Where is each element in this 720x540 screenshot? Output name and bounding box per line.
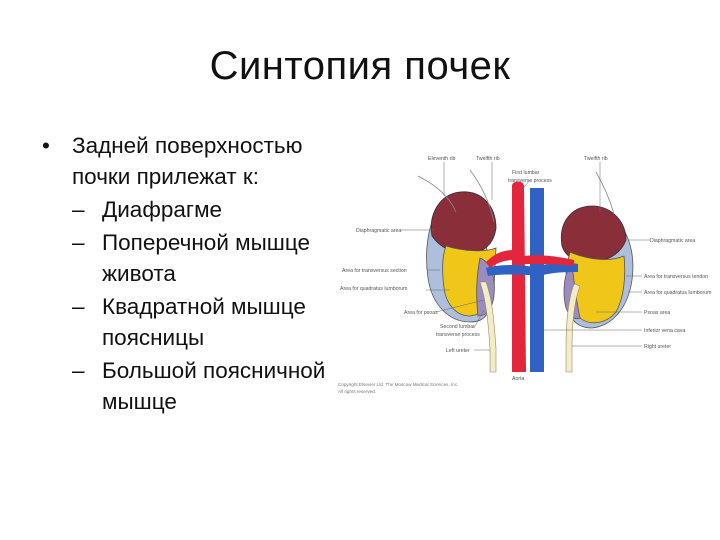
bullet-marker: • [42, 133, 50, 158]
kidney-syntopy-diagram: Eleventh rib Twelfth rib First lumbar tr… [338, 156, 711, 394]
label-second-lumbar: Second lumbar [440, 324, 475, 330]
sub-item-text: Диафрагме [102, 197, 223, 222]
sub-item-text: Большой поясничной мышце [102, 358, 326, 414]
left-renal-vein [486, 265, 540, 276]
right-ureter [565, 283, 581, 373]
dash-marker: – [72, 294, 85, 319]
sub-item-transversus: – Поперечной мышце живота [30, 227, 350, 289]
label-right-ureter: Right ureter [644, 344, 671, 350]
dash-marker: – [72, 197, 85, 222]
label-diaphragmatic-area-left: Diaphragmatic area [356, 228, 401, 234]
label-inferior-vena-cava: Inferior vena cava [644, 328, 685, 334]
right-renal-artery [524, 255, 574, 266]
inferior-vena-cava [530, 188, 544, 372]
label-area-transversus-left: Area for transversus section [342, 268, 407, 274]
label-area-transversus-right: Area for transversus tendon [644, 274, 708, 280]
left-eleventh-rib [417, 175, 457, 213]
sub-item-quadratus: – Квадратной мышце поясницы [30, 291, 350, 353]
label-first-lumbar: First lumbar [512, 170, 540, 176]
left-twelfth-rib [469, 169, 495, 223]
right-renal-vein [540, 262, 578, 276]
sub-item-text: Квадратной мышце поясницы [102, 294, 306, 350]
label-twelfth-rib-right: Twelfth rib [584, 156, 608, 162]
bullet-item: • Задней поверхностью почки прилежат к: [30, 130, 350, 192]
dash-marker: – [72, 358, 85, 383]
left-renal-artery [486, 250, 514, 268]
label-diaphragmatic-area-right: Diaphragmatic area [650, 238, 695, 244]
bullet-list: • Задней поверхностью почки прилежат к: … [30, 130, 350, 417]
label-second-transverse: transverse process [436, 332, 480, 338]
label-psoas-area-right: Psoas area [644, 310, 670, 316]
label-area-quadratus-left: Area for quadratus lumborum [340, 286, 407, 292]
label-eleventh-rib: Eleventh rib [428, 156, 456, 162]
left-diaphragm-area [430, 191, 497, 255]
sub-item-diaphragm: – Диафрагме [30, 194, 350, 225]
leader-lines [400, 162, 650, 351]
aorta [512, 181, 526, 372]
right-twelfth-rib [595, 171, 615, 215]
copyright-line-1: Copyright Elsevier Ltd. The Moscow Medic… [338, 382, 458, 387]
sub-item-psoas: – Большой поясничной мышце [30, 355, 350, 417]
slide-title: Синтопия почек [209, 44, 511, 88]
label-area-psoas-left: Area for psoas [404, 310, 438, 316]
copyright-line-2: All rights reserved. [338, 389, 376, 394]
label-transverse-process: transverse process [508, 178, 552, 184]
dash-marker: – [72, 230, 85, 255]
sub-item-text: Поперечной мышце живота [102, 230, 310, 286]
label-left-ureter: Left ureter [446, 348, 470, 354]
label-area-quadratus-right: Area for quadratus lumborum [644, 290, 711, 296]
left-kidney [417, 169, 497, 323]
label-aorta: Aorta [512, 376, 525, 382]
left-ureter [479, 281, 497, 373]
bullet-text: Задней поверхностью почки прилежат к: [72, 133, 303, 189]
label-twelfth-rib-left: Twelfth rib [476, 156, 500, 162]
